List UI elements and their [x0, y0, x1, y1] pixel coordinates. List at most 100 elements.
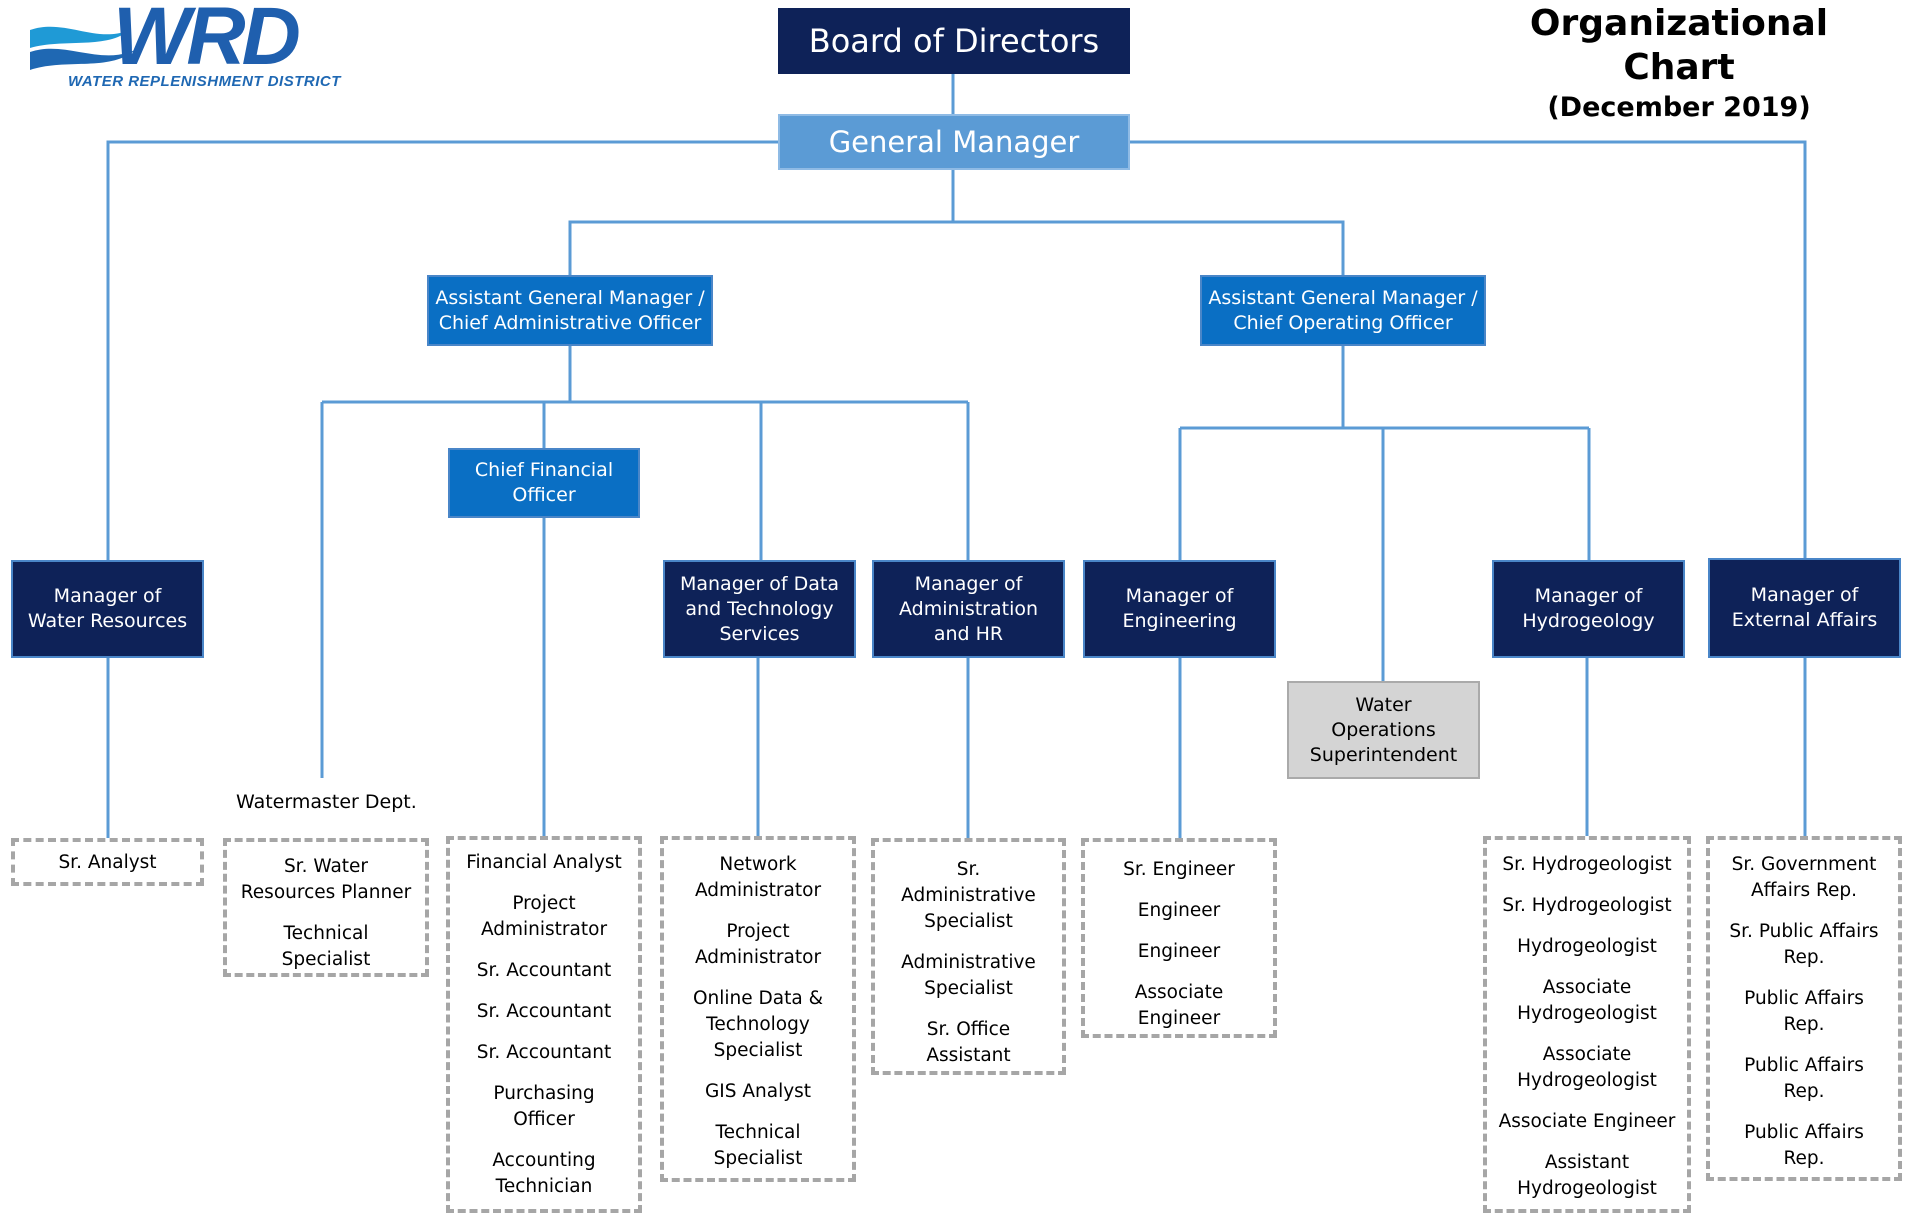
- logo-subtitle: WATER REPLENISHMENT DISTRICT: [68, 73, 341, 90]
- staff-position-line: Project: [726, 921, 790, 942]
- cfo-line-2: Officer: [512, 484, 576, 506]
- water-ops-line-1: Water: [1355, 693, 1412, 716]
- staff-position-line: Sr. Accountant: [476, 1001, 612, 1022]
- staff-position-line: Administrator: [694, 947, 822, 968]
- cfo-box: Chief Financial Officer: [448, 448, 640, 518]
- staff-position-line: Online Data &: [692, 988, 824, 1009]
- staff-position-line: Associate Engineer: [1498, 1111, 1676, 1132]
- staff-position-line: Sr. Water: [283, 856, 369, 877]
- staff-group-water-resources: Sr. Analyst: [11, 838, 204, 886]
- staff-position-line: Public Affairs: [1744, 1055, 1864, 1076]
- board-label: Board of Directors: [808, 22, 1100, 60]
- staff-position: Sr. Hydrogeologist: [1502, 893, 1671, 919]
- staff-position-line: Technical: [715, 1122, 801, 1143]
- mgr-external-affairs-box: Manager of External Affairs: [1708, 558, 1901, 658]
- staff-position-line: Specialist: [924, 911, 1013, 932]
- chart-title-date: (December 2019): [1547, 92, 1811, 123]
- mgr-water-resources-line-1: Manager of: [53, 585, 162, 607]
- mgr-engineering-line-1: Manager of: [1125, 585, 1234, 607]
- staff-position: Associate Engineer: [1499, 1109, 1676, 1135]
- cfo-line-1: Chief Financial: [474, 459, 614, 481]
- staff-position: Financial Analyst: [466, 850, 622, 876]
- mgr-data-tech-box: Manager of Data and Technology Services: [663, 560, 856, 658]
- staff-position-line: Hydrogeologist: [1517, 936, 1657, 957]
- staff-position-line: Engineer: [1137, 1008, 1221, 1029]
- staff-position-line: Administrator: [480, 919, 608, 940]
- logo-wordmark: WRD: [113, 0, 299, 82]
- staff-position-line: Specialist: [713, 1040, 803, 1061]
- staff-position-line: Technical: [283, 923, 369, 944]
- staff-position: GIS Analyst: [705, 1079, 811, 1105]
- mgr-admin-hr-box: Manager of Administration and HR: [872, 560, 1065, 658]
- gm-label: General Manager: [828, 125, 1080, 159]
- agm-coo-line-1: Assistant General Manager /: [1208, 286, 1478, 309]
- staff-position-line: Sr. Analyst: [58, 852, 157, 873]
- mgr-admin-hr-line-1: Manager of: [914, 572, 1023, 595]
- staff-position: Sr. Accountant: [477, 1040, 611, 1066]
- staff-position: Sr. Accountant: [477, 958, 611, 984]
- watermaster-dept-label: Watermaster Dept.: [236, 791, 417, 813]
- staff-position-line: Administrator: [694, 880, 822, 901]
- staff-position-line: Public Affairs: [1744, 988, 1864, 1009]
- staff-position-line: Officer: [513, 1109, 575, 1130]
- staff-position-line: GIS Analyst: [704, 1081, 812, 1102]
- staff-position-line: Assistant: [1544, 1152, 1630, 1173]
- staff-position-line: Administrative: [901, 952, 1036, 973]
- staff-position-line: Rep.: [1783, 1148, 1825, 1169]
- staff-position-line: Engineer: [1137, 900, 1221, 921]
- staff-position-line: Rep.: [1783, 1014, 1825, 1035]
- staff-position: Sr. Accountant: [477, 999, 611, 1025]
- staff-position-line: Hydrogeologist: [1517, 1178, 1657, 1199]
- water-ops-superintendent-box: Water Operations Superintendent: [1287, 681, 1480, 779]
- mgr-admin-hr-line-2: Administration: [898, 597, 1039, 620]
- wrd-logo: WRD: [30, 0, 303, 82]
- staff-position: Sr. Hydrogeologist: [1502, 852, 1671, 878]
- staff-position-line: Sr. Hydrogeologist: [1502, 854, 1672, 875]
- staff-position-line: Rep.: [1783, 947, 1825, 968]
- agm-coo-line-2: Chief Operating Officer: [1233, 311, 1453, 334]
- staff-position-line: Project: [512, 893, 576, 914]
- chart-title: Organizational Chart (December 2019): [1469, 2, 1889, 126]
- staff-position-line: Hydrogeologist: [1517, 1070, 1657, 1091]
- agm-cao-line-1: Assistant General Manager /: [435, 286, 705, 309]
- staff-position-line: Specialist: [713, 1148, 803, 1169]
- staff-position-line: Associate: [1542, 977, 1632, 998]
- mgr-water-resources-line-2: Water Resources: [27, 610, 188, 632]
- mgr-water-resources-box: Manager of Water Resources: [11, 560, 204, 658]
- staff-position-line: Sr. Hydrogeologist: [1502, 895, 1672, 916]
- staff-position-line: Affairs Rep.: [1750, 880, 1858, 901]
- chart-title-main: Organizational Chart: [1529, 3, 1829, 88]
- staff-position-line: Network: [719, 854, 797, 875]
- staff-position-line: Financial Analyst: [466, 852, 622, 873]
- mgr-data-tech-line-3: Services: [719, 622, 800, 645]
- water-ops-line-3: Superintendent: [1309, 743, 1458, 766]
- staff-position-line: Sr. Public Affairs: [1729, 921, 1879, 942]
- agm-cao-box: Assistant General Manager / Chief Admini…: [427, 275, 713, 346]
- water-ops-line-2: Operations: [1331, 718, 1436, 741]
- mgr-engineering-line-2: Engineering: [1122, 610, 1237, 632]
- agm-coo-box: Assistant General Manager / Chief Operat…: [1200, 275, 1486, 346]
- staff-position: Engineer: [1138, 898, 1220, 924]
- staff-position-line: Rep.: [1783, 1081, 1825, 1102]
- mgr-engineering-box: Manager of Engineering: [1083, 560, 1276, 658]
- staff-position-line: Public Affairs: [1744, 1122, 1864, 1143]
